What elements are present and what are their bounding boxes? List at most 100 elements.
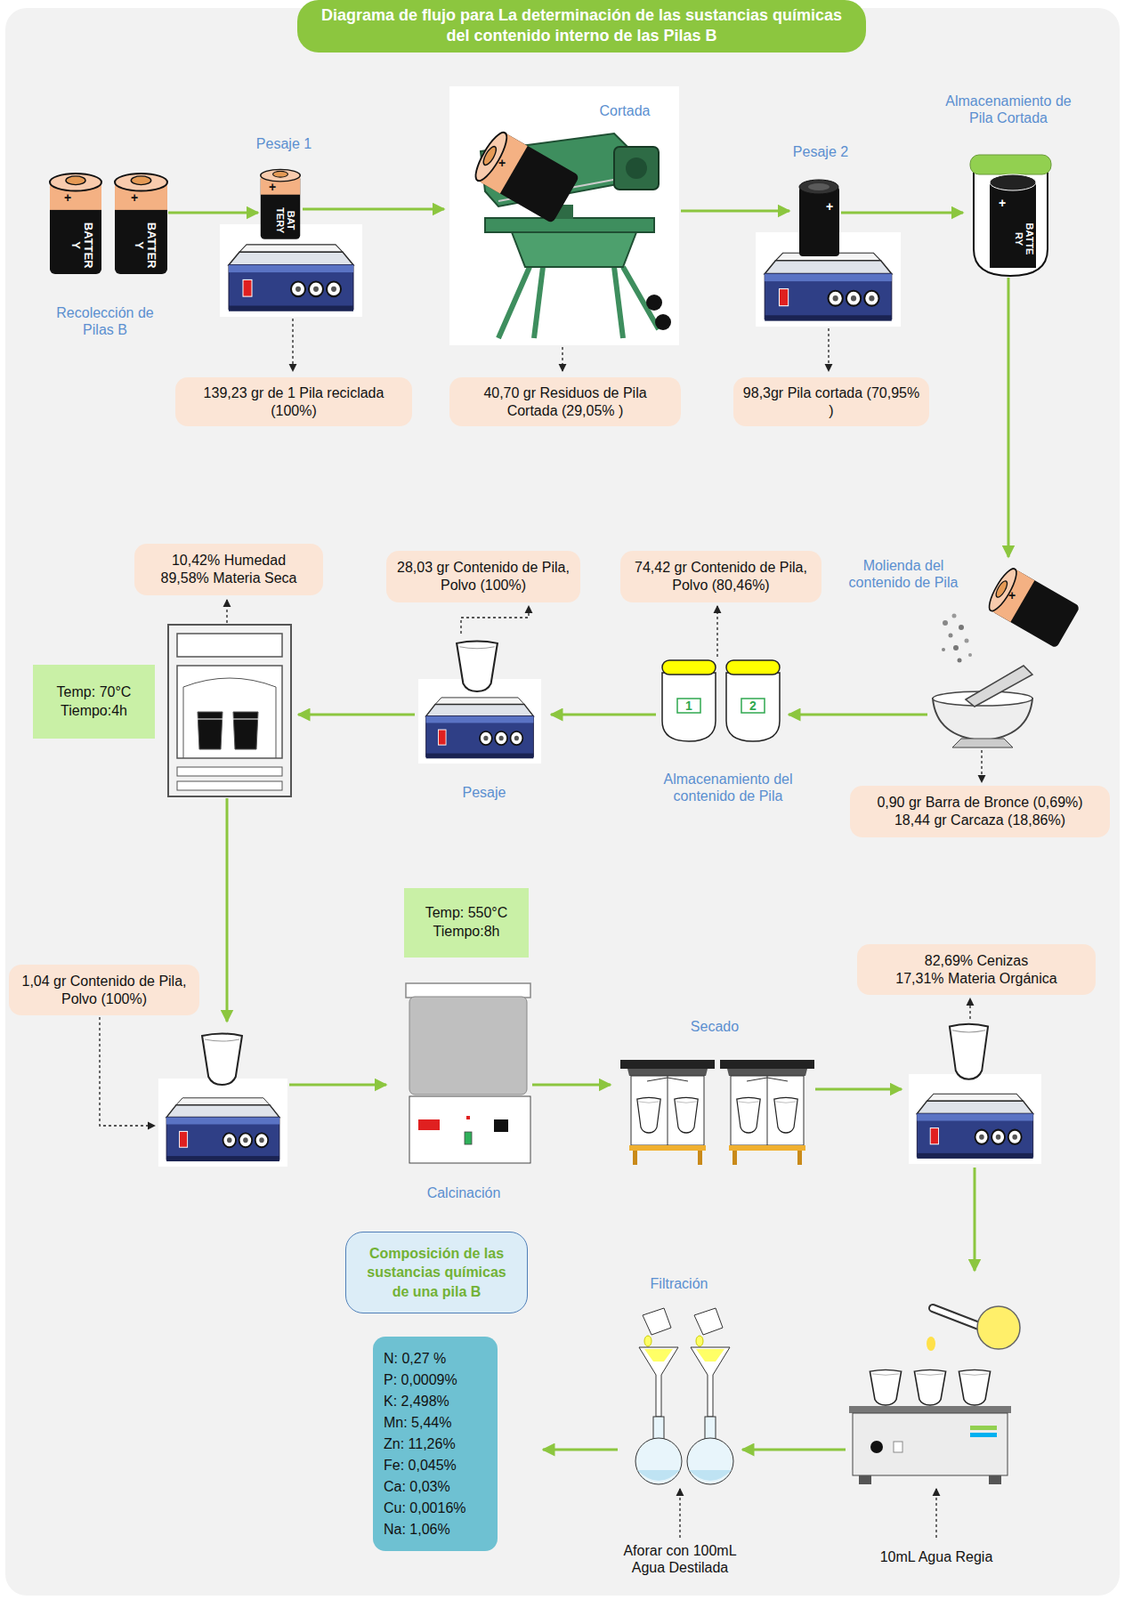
flow-arrows-part (742, 1448, 846, 1452)
cut-battery (799, 179, 840, 257)
step-label: Pesaje 1 (230, 135, 338, 153)
pipette-part (926, 1336, 936, 1352)
scale-icons (158, 224, 1042, 1167)
condition-box: Temp: 550°CTiempo:8h (404, 888, 529, 958)
band-saw-part (646, 294, 663, 311)
cut-battery-part (799, 179, 839, 195)
title-text: Diagrama de flujo para La determinación … (316, 5, 847, 46)
flow-arrows-part (302, 208, 445, 211)
polarity-sign: + (1004, 589, 1020, 602)
heading-box: Composición de las sustancias químicas d… (345, 1231, 528, 1314)
grinding-battery-part-part (984, 565, 1080, 648)
node-text: 0,90 gr Barra de Bronce (0,69%) (876, 793, 1083, 812)
filtration-setup-part (687, 1438, 734, 1485)
battery-text: BAT TERY (274, 204, 295, 235)
desiccators (620, 1060, 815, 1166)
battery-collection-part (114, 173, 168, 275)
reagent-note: 10mL Agua Regia (860, 1548, 1012, 1566)
digestion-plate-part (852, 1413, 1008, 1476)
node-text: K: 2,498% (383, 1391, 450, 1413)
band-saw-part (655, 314, 672, 331)
cut-battery-part (808, 183, 830, 191)
leader-arrows-part (99, 1017, 155, 1126)
callout-box: 74,42 gr Contenido de Pila, Polvo (80,46… (620, 550, 822, 603)
filtration-setup-part (690, 1347, 730, 1417)
filtration-setup-part (644, 1335, 652, 1347)
scale-icons-part (908, 1074, 1042, 1165)
jar-number: 2 (744, 699, 762, 713)
filtration-setup-part (696, 1335, 704, 1347)
leader-arrows-part (461, 606, 529, 634)
battery-collection-part (49, 173, 102, 275)
node-text: Tiempo:4h (60, 702, 128, 721)
muffle-furnace-part (493, 1119, 509, 1133)
node-text: Composición de las sustancias químicas d… (356, 1244, 517, 1303)
callout-box: 1,04 gr Contenido de Pila, Polvo (100%) (8, 964, 200, 1016)
grinding-battery-part (952, 614, 957, 619)
pipette-part (932, 1308, 984, 1328)
polarity-sign: + (822, 200, 837, 213)
node-text: Fe: 0,045% (383, 1455, 457, 1477)
storage-jar-part (989, 174, 1036, 191)
crucibles-part (202, 1034, 243, 1086)
grinding-battery-part (964, 639, 970, 644)
callout-box: 82,69% Cenizas17,31% Materia Orgánica (857, 944, 1096, 996)
leader-arrows-part (561, 347, 563, 372)
node-text: 1,04 gr Contenido de Pila, Polvo (100%) (17, 972, 191, 1009)
callout-box: 0,90 gr Barra de Bronce (0,69%)18,44 gr … (849, 785, 1110, 838)
polarity-sign: + (60, 191, 75, 204)
polarity-sign: + (127, 191, 142, 204)
mortar-part (952, 738, 1013, 748)
muffle-furnace (405, 983, 531, 1164)
node-text: Tiempo:8h (433, 922, 501, 942)
storage-jar-part (973, 170, 1048, 276)
leader-arrows-part (226, 599, 227, 624)
node-text: Na: 1,06% (383, 1519, 451, 1541)
muffle-furnace-part (409, 1096, 531, 1164)
grinding-battery-part (953, 645, 959, 651)
node-text: Ca: 0,03% (383, 1476, 451, 1498)
flow-arrows-part (298, 713, 415, 717)
storage-jar-part (970, 154, 1052, 175)
flow-arrows-part (973, 1167, 977, 1271)
muffle-furnace-part (418, 1119, 440, 1131)
flow-arrows-part (289, 1084, 387, 1087)
band-saw-part (498, 267, 659, 339)
digestion-plate-part (988, 1475, 1002, 1485)
band-saw-part-part (469, 129, 580, 225)
drying-oven-part (197, 719, 223, 721)
mortar (932, 665, 1033, 748)
flow-arrows-part (226, 798, 229, 1022)
leader-arrows-part (716, 606, 718, 657)
muffle-furnace-part (464, 1132, 472, 1145)
polarity-sign: + (265, 180, 280, 194)
node-text: 139,23 gr de 1 Pila reciclada (100%) (184, 384, 404, 421)
background-panel (5, 8, 1120, 1596)
flow-arrows-part (550, 713, 656, 717)
step-label: Calcinación (401, 1184, 527, 1202)
filtration-setup-part (637, 1470, 680, 1482)
leader-arrows-part (969, 998, 971, 1020)
callout-box: 98,3gr Pila cortada (70,95% ) (733, 377, 930, 427)
band-saw-part (449, 86, 680, 346)
filtration-setup-part (704, 1416, 716, 1441)
leader-arrows (99, 318, 982, 1538)
callout-box: 139,23 gr de 1 Pila reciclada (100%) (175, 377, 413, 427)
grinding-battery (941, 565, 1081, 663)
grinding-battery-part (942, 620, 948, 626)
leader-arrows-part (679, 1489, 680, 1538)
filtration-setup-part (696, 1349, 725, 1362)
flow-arrows-part (168, 211, 259, 215)
drying-oven-part (183, 678, 276, 759)
drying-oven-part (168, 624, 292, 797)
cut-battery-part (799, 186, 840, 257)
band-saw-part (614, 146, 659, 190)
node-text: N: 0,27 % (383, 1348, 446, 1370)
battery-on-scale (260, 169, 300, 239)
band-saw-part (485, 218, 655, 233)
desiccators-part (620, 1060, 715, 1166)
crucibles (202, 640, 988, 1085)
callout-box: 28,03 gr Contenido de Pila, Polvo (100%) (386, 550, 581, 603)
drying-oven-part (177, 665, 283, 759)
digestion-plate-part (970, 1432, 997, 1438)
